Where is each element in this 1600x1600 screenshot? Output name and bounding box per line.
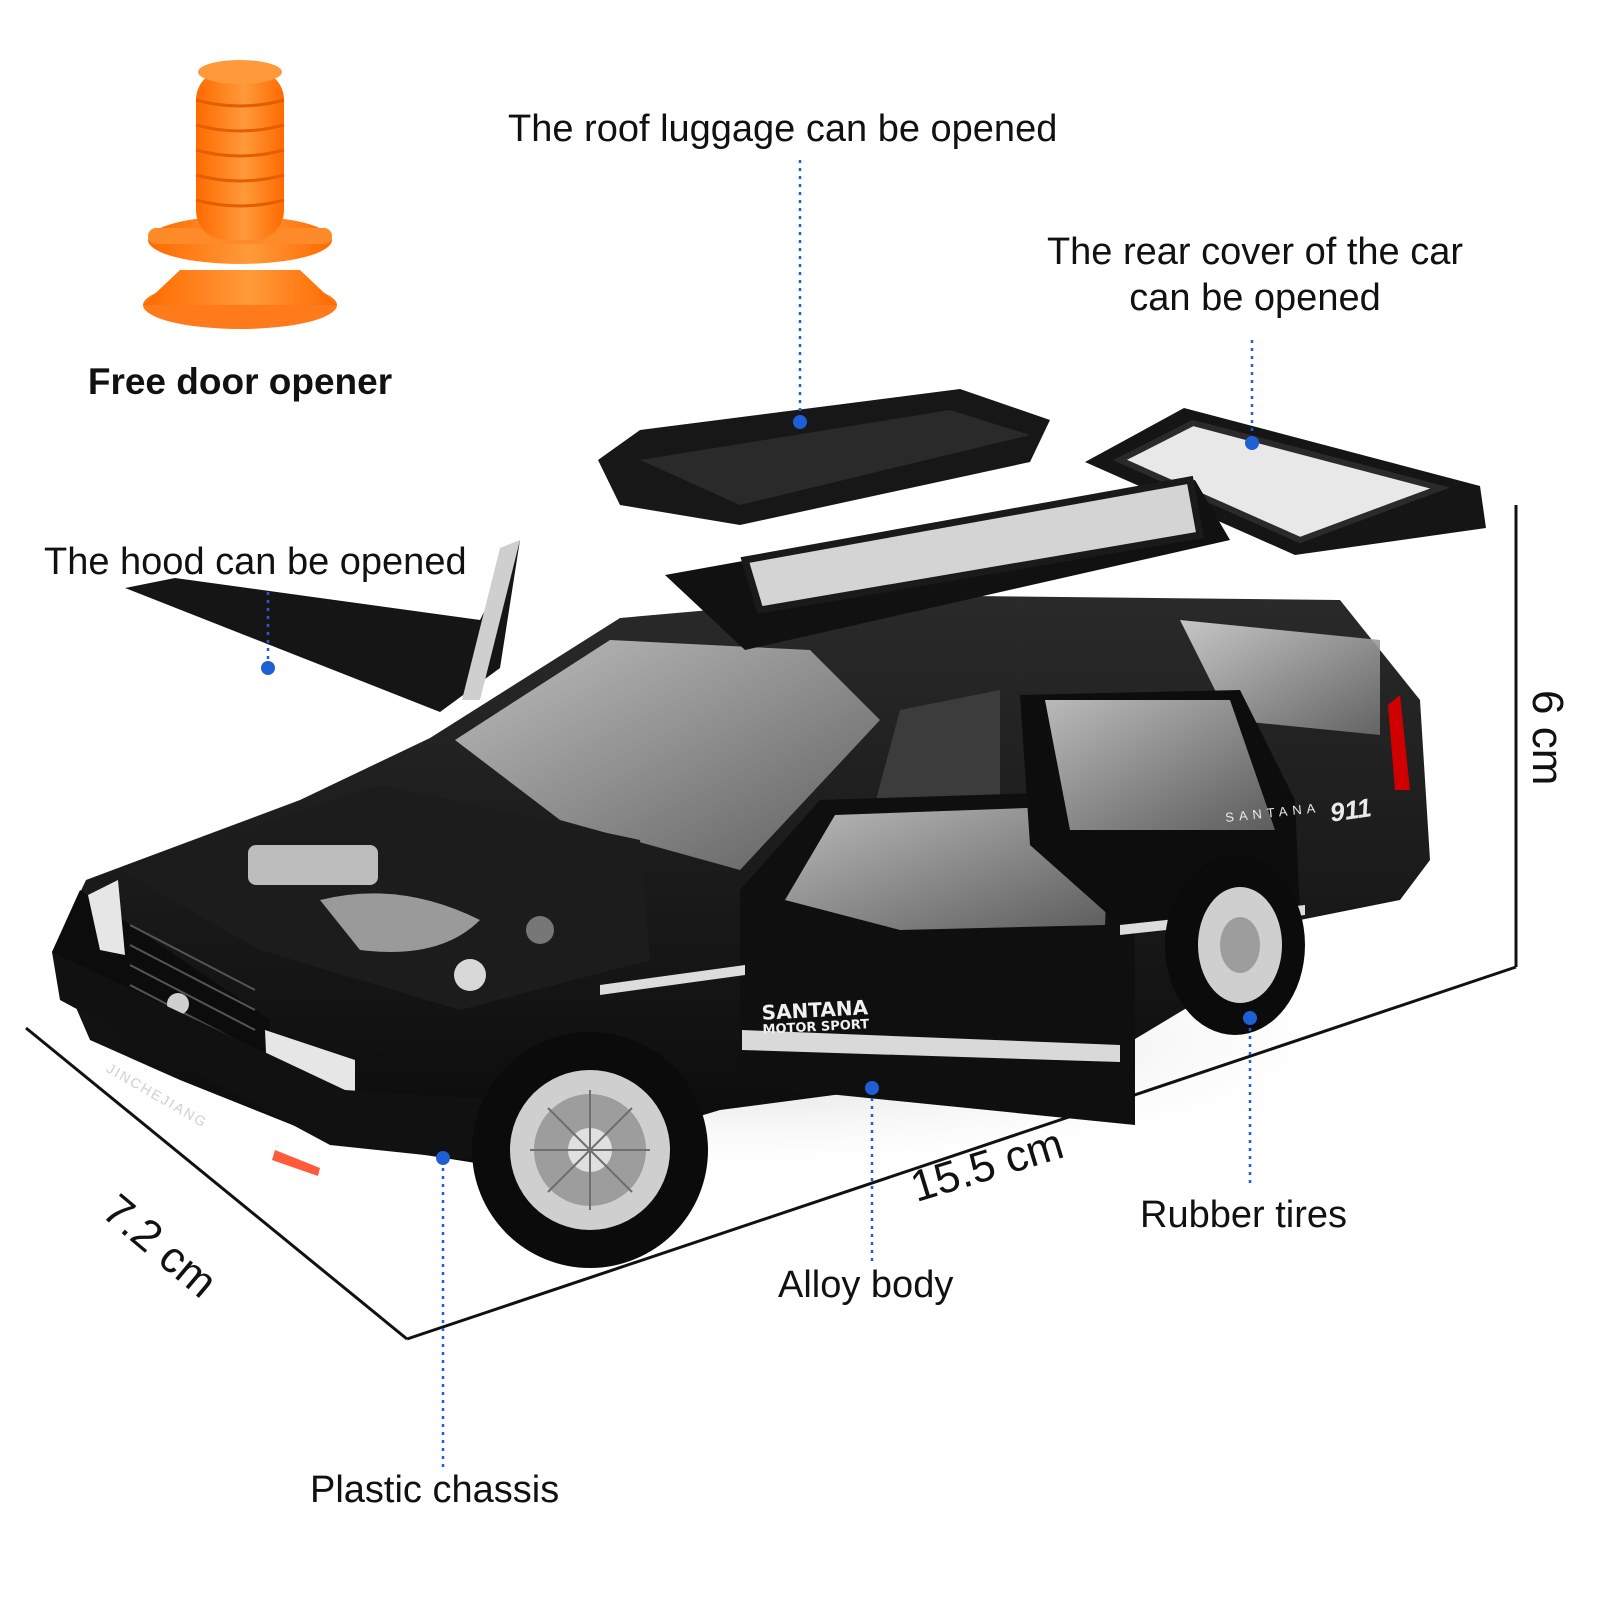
height-dimension-label: 6 cm bbox=[1523, 690, 1572, 786]
rear-911-marking: 911 bbox=[1328, 792, 1374, 828]
door-opener-label: Free door opener bbox=[87, 361, 393, 402]
dimension-lines bbox=[25, 505, 1518, 1341]
annotation-lines bbox=[266, 160, 1254, 1470]
hood-label: The hood can be opened bbox=[44, 541, 467, 583]
rubber-tires-label: Rubber tires bbox=[1140, 1194, 1347, 1236]
car-model bbox=[52, 389, 1486, 1268]
plastic-chassis-label: Plastic chassis bbox=[310, 1469, 560, 1511]
door-badge: SANTANA MOTOR SPORT bbox=[761, 995, 869, 1038]
alloy-body-label: Alloy body bbox=[778, 1264, 954, 1306]
roof-luggage-label: The roof luggage can be opened bbox=[508, 108, 1058, 150]
annotation-dots bbox=[261, 415, 1259, 1165]
rear-cover-label: The rear cover of the car can be opened bbox=[1020, 230, 1490, 321]
door-opener-tool bbox=[143, 60, 337, 329]
rear-cover-label-line2: can be opened bbox=[1129, 276, 1381, 319]
rear-cover-label-line1: The rear cover of the car bbox=[1046, 231, 1464, 273]
